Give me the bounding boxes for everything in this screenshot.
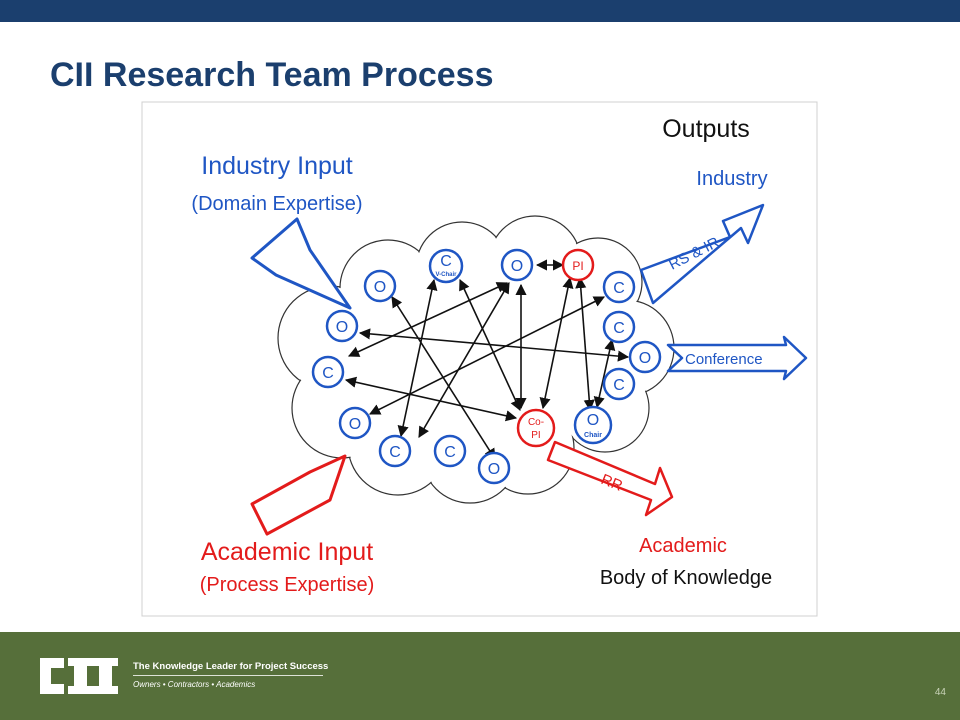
connection-arrows xyxy=(344,259,630,460)
node-co-pi: Co- PI xyxy=(516,408,556,448)
rr-label: RR xyxy=(599,471,626,495)
industry-input-title: Industry Input xyxy=(201,152,353,180)
academic-input-title: Academic Input xyxy=(201,538,373,566)
svg-text:C: C xyxy=(444,444,456,461)
node-o-right: O xyxy=(628,340,662,374)
conference-label: Conference xyxy=(685,351,763,368)
svg-text:O: O xyxy=(349,416,361,433)
rr-arrow: RR xyxy=(546,440,674,517)
industry-input-subtitle: (Domain Expertise) xyxy=(191,193,362,215)
svg-text:O: O xyxy=(511,258,523,275)
footer-subtagline: Owners • Contractors • Academics xyxy=(133,680,256,689)
outputs-heading: Outputs xyxy=(662,115,750,143)
svg-text:C: C xyxy=(322,365,334,382)
svg-text:C: C xyxy=(613,280,625,297)
footer-divider xyxy=(133,675,323,676)
footer-bar: The Knowledge Leader for Project Success… xyxy=(0,632,960,720)
page-number: 44 xyxy=(934,687,946,698)
research-process-diagram: C V-Chair O PI O O C O C C O Co- PI xyxy=(141,101,818,617)
top-header-bar xyxy=(0,0,960,22)
node-pi: PI xyxy=(561,248,595,282)
academic-input-arrow xyxy=(250,454,347,536)
footer-tagline: The Knowledge Leader for Project Success xyxy=(133,661,329,672)
svg-text:Chair: Chair xyxy=(584,432,602,439)
industry-input-arrow xyxy=(250,217,352,310)
node-o-2: O xyxy=(325,309,359,343)
svg-text:Co-: Co- xyxy=(528,417,544,428)
node-c-vchair: C V-Chair xyxy=(428,248,464,284)
svg-text:V-Chair: V-Chair xyxy=(435,272,457,278)
svg-text:C: C xyxy=(613,377,625,394)
node-c-right-2: C xyxy=(602,310,636,344)
svg-text:C: C xyxy=(440,253,452,270)
arrow-cleft-copi xyxy=(344,376,518,422)
arrow-oleft-oright xyxy=(358,328,630,362)
output-academic-label: Academic xyxy=(639,535,727,557)
node-c-bottom-2: C xyxy=(433,434,467,468)
svg-text:C: C xyxy=(389,444,401,461)
slide-title: CII Research Team Process xyxy=(50,56,494,94)
output-industry-label: Industry xyxy=(696,168,767,190)
svg-text:PI: PI xyxy=(531,430,540,441)
node-c-left: C xyxy=(311,355,345,389)
conference-arrow: Conference xyxy=(666,335,808,381)
node-o-top: O xyxy=(500,248,534,282)
node-o-bottom: O xyxy=(477,451,511,485)
node-c-bottom-1: C xyxy=(378,434,412,468)
node-o-left: O xyxy=(338,406,372,440)
svg-text:O: O xyxy=(639,350,651,367)
node-c-right-1: C xyxy=(602,270,636,304)
svg-text:O: O xyxy=(336,319,348,336)
node-c-right-3: C xyxy=(602,367,636,401)
svg-text:C: C xyxy=(613,320,625,337)
svg-text:O: O xyxy=(374,279,386,296)
node-o-chair: O Chair xyxy=(573,405,613,445)
academic-input-subtitle: (Process Expertise) xyxy=(200,574,375,596)
body-of-knowledge-label: Body of Knowledge xyxy=(600,567,772,589)
svg-text:O: O xyxy=(488,461,500,478)
cii-logo xyxy=(40,658,118,694)
node-o-1: O xyxy=(363,269,397,303)
svg-text:O: O xyxy=(587,412,599,429)
svg-text:PI: PI xyxy=(572,259,583,273)
